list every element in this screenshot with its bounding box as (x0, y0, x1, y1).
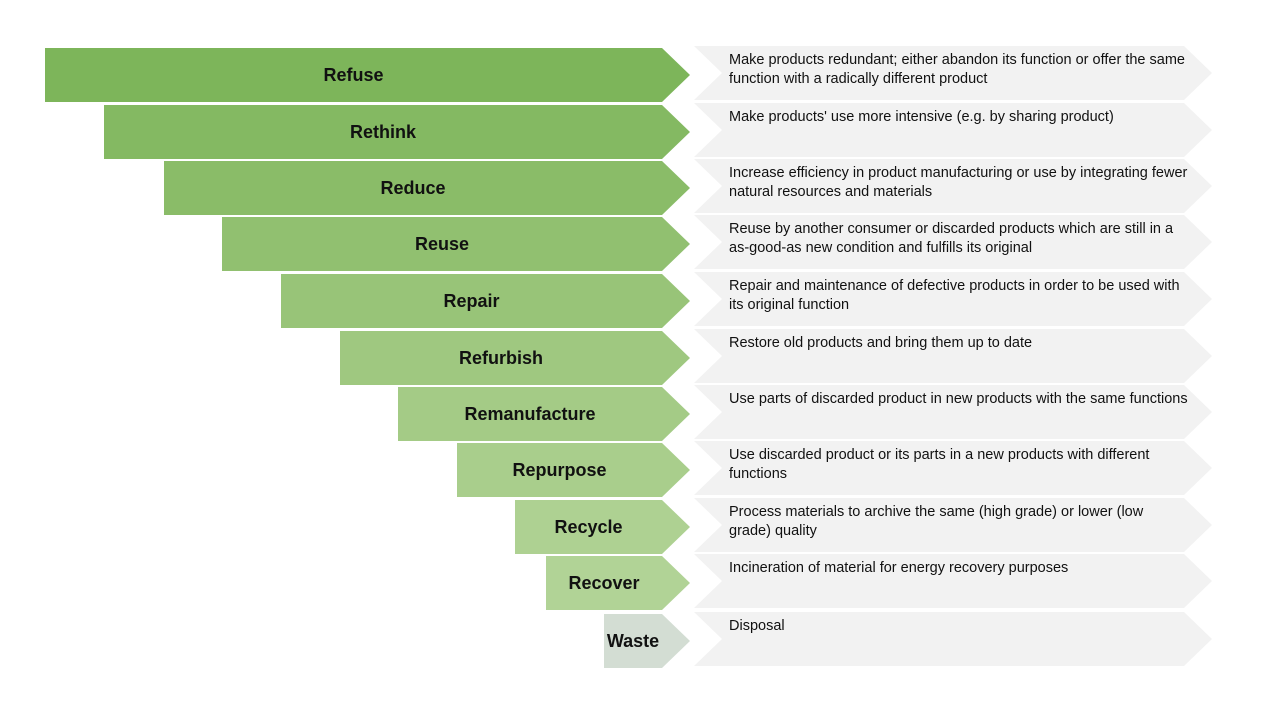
strategy-description: Repair and maintenance of defective prod… (729, 278, 1180, 313)
strategy-description: Make products redundant; either abandon … (729, 52, 1185, 87)
strategy-row-recycle: Recycle Process materials to archive the… (0, 498, 1280, 556)
strategy-description: Use discarded product or its parts in a … (729, 447, 1150, 482)
strategy-label: Recycle (554, 516, 623, 537)
description-chevron (694, 46, 1212, 100)
strategy-row-reduce: Reduce Increase efficiency in product ma… (0, 159, 1280, 217)
strategy-label: Recover (568, 572, 640, 593)
strategy-row-recover: Recover Incineration of material for ene… (0, 554, 1280, 612)
strategy-row-rethink: Rethink Make products' use more intensiv… (0, 103, 1280, 161)
strategy-arrow-rethink: Rethink (104, 105, 690, 159)
strategy-label: Refurbish (458, 347, 543, 368)
strategy-arrow-recover: Recover (546, 556, 690, 610)
strategy-description: Restore old products and bring them up t… (729, 335, 1033, 351)
strategy-label: Refuse (323, 64, 384, 85)
strategy-row-reuse: Reuse Reuse by another consumer or disca… (0, 215, 1280, 273)
description-chevron (694, 385, 1212, 439)
strategy-arrow-repurpose: Repurpose (457, 443, 690, 497)
description-chevron (694, 441, 1212, 495)
strategy-label: Rethink (349, 121, 416, 142)
strategy-label: Reduce (380, 177, 446, 198)
strategy-description: Increase efficiency in product manufactu… (729, 165, 1188, 200)
strategy-label: Remanufacture (464, 403, 596, 424)
strategy-label: Waste (606, 630, 660, 651)
strategy-description: Use parts of discarded product in new pr… (729, 391, 1188, 407)
strategy-row-remanufacture: Remanufacture Use parts of discarded pro… (0, 385, 1280, 443)
description-chevron (694, 612, 1212, 666)
strategy-description: Reuse by another consumer or discarded p… (729, 221, 1174, 256)
description-chevron (694, 103, 1212, 157)
strategy-row-repurpose: Repurpose Use discarded product or its p… (0, 441, 1280, 499)
description-chevron (694, 498, 1212, 552)
strategy-arrow-recycle: Recycle (515, 500, 690, 554)
strategy-arrow-refuse: Refuse (45, 48, 690, 102)
strategy-label: Reuse (414, 233, 470, 254)
description-chevron (694, 159, 1212, 213)
strategy-row-refuse: Refuse Make products redundant; either a… (0, 46, 1280, 104)
strategy-arrow-refurbish: Refurbish (340, 331, 690, 385)
strategy-arrow-reduce: Reduce (164, 161, 690, 215)
strategy-label: Repurpose (512, 459, 607, 480)
strategy-row-refurbish: Refurbish Restore old products and bring… (0, 329, 1280, 387)
strategy-description: Disposal (729, 618, 785, 634)
description-chevron (694, 554, 1212, 608)
strategy-description: Process materials to archive the same (h… (729, 504, 1144, 539)
strategy-arrow-repair: Repair (281, 274, 690, 328)
description-chevron (694, 272, 1212, 326)
strategy-arrow-remanufacture: Remanufacture (398, 387, 690, 441)
strategy-description: Make products' use more intensive (e.g. … (729, 109, 1114, 125)
strategy-description: Incineration of material for energy reco… (729, 560, 1069, 576)
description-chevron (694, 329, 1212, 383)
strategy-arrow-waste: Waste (604, 614, 690, 668)
description-chevron (694, 215, 1212, 269)
strategy-row-waste: Waste Disposal (0, 612, 1280, 670)
strategy-arrow-reuse: Reuse (222, 217, 690, 271)
strategy-label: Repair (443, 290, 500, 311)
strategy-row-repair: Repair Repair and maintenance of defecti… (0, 272, 1280, 330)
